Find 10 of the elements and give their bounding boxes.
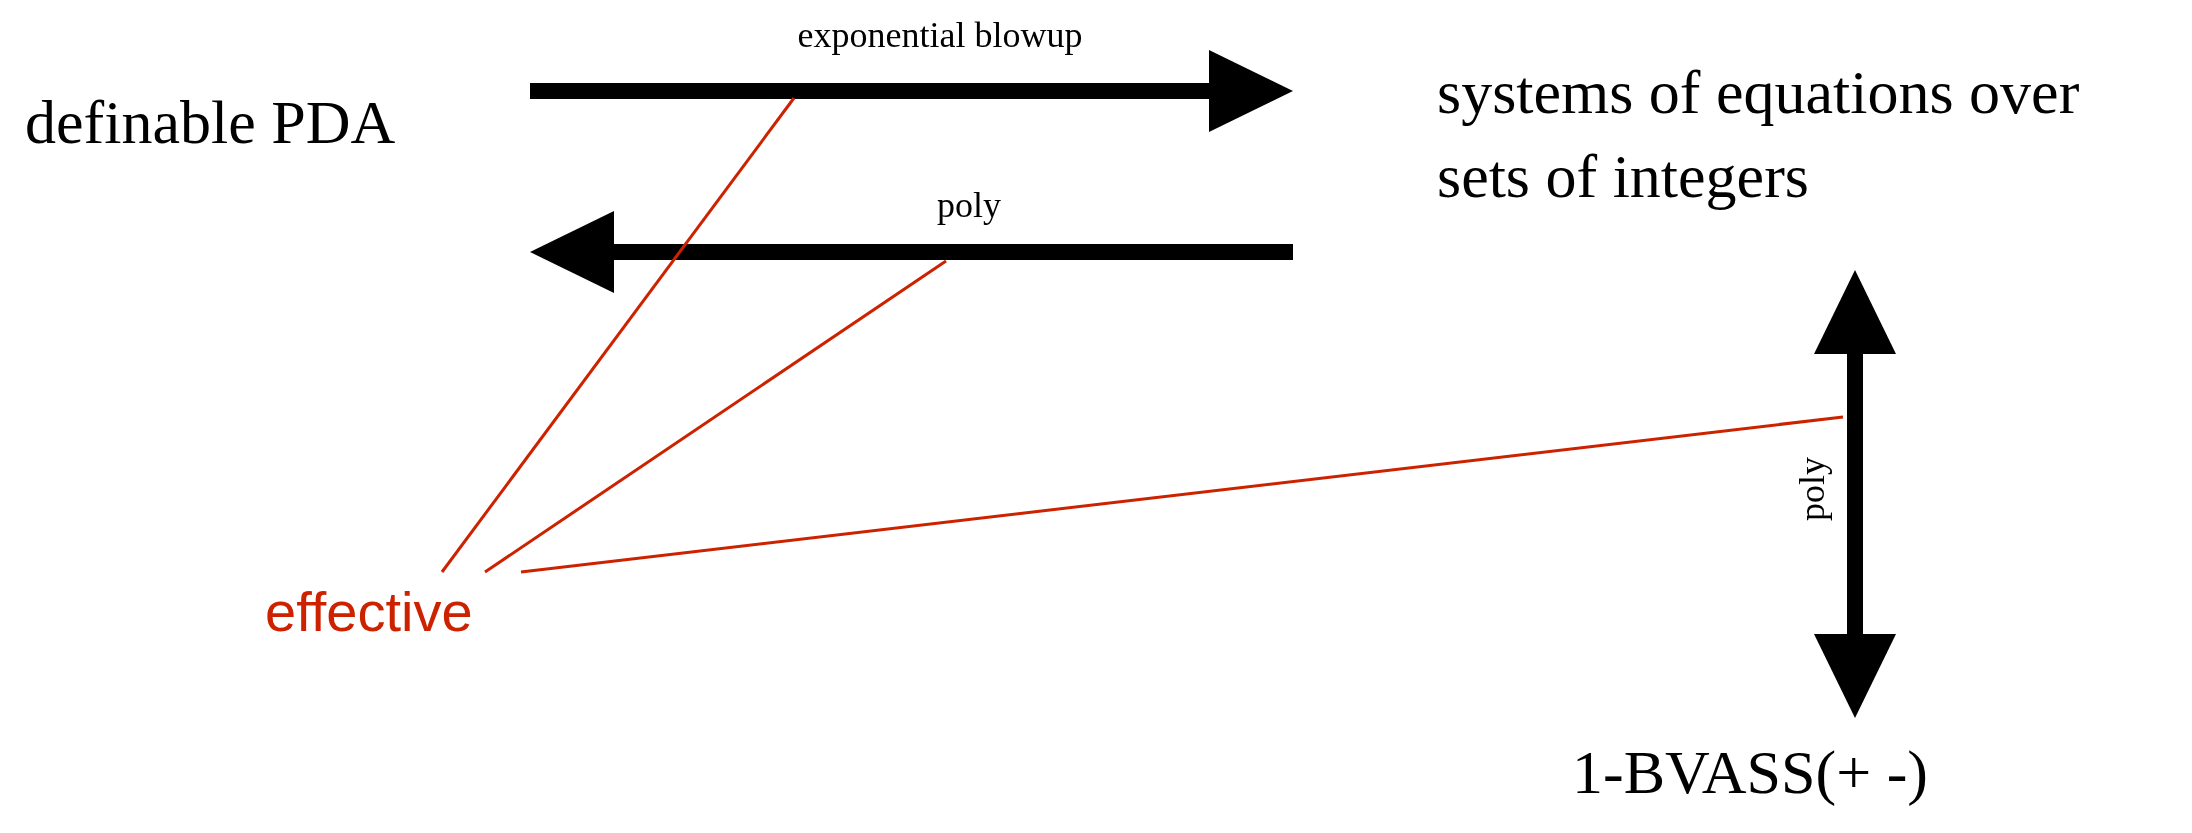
arrow (1814, 270, 1896, 718)
concept-label: systems of equations over sets of integers (1437, 50, 2087, 218)
leader-line (520, 415, 1844, 574)
leader-line (484, 259, 947, 574)
annotation-text: effective (265, 578, 473, 646)
leader-line (440, 97, 796, 573)
concept-label: 1-BVASS(+ -) (1572, 730, 1928, 814)
arrow (530, 211, 1293, 293)
arrow (530, 50, 1293, 132)
concept-label: definable PDA (25, 82, 396, 162)
